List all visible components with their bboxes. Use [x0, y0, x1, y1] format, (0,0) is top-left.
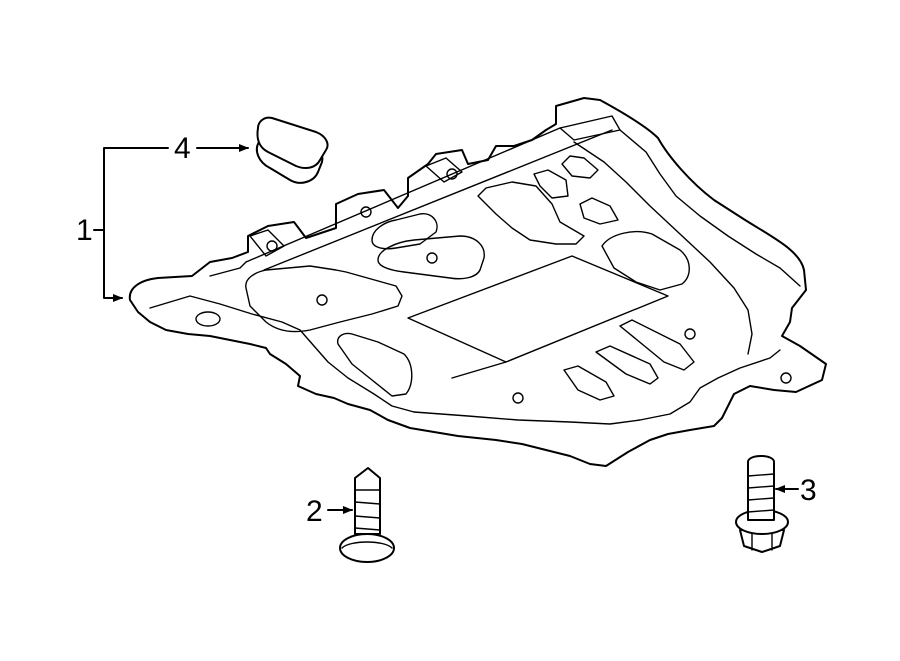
callout-3-label: 3: [800, 474, 817, 507]
splash-shield-icon: [128, 97, 827, 467]
callout-1-leader: [93, 147, 169, 302]
callout-4-label: 4: [174, 132, 191, 165]
callout-1-label: 1: [76, 214, 93, 247]
callout-2-label: 2: [306, 495, 323, 528]
plug-icon: [255, 116, 329, 184]
screw-icon: [339, 467, 395, 563]
flange-bolt-icon: [735, 455, 789, 553]
